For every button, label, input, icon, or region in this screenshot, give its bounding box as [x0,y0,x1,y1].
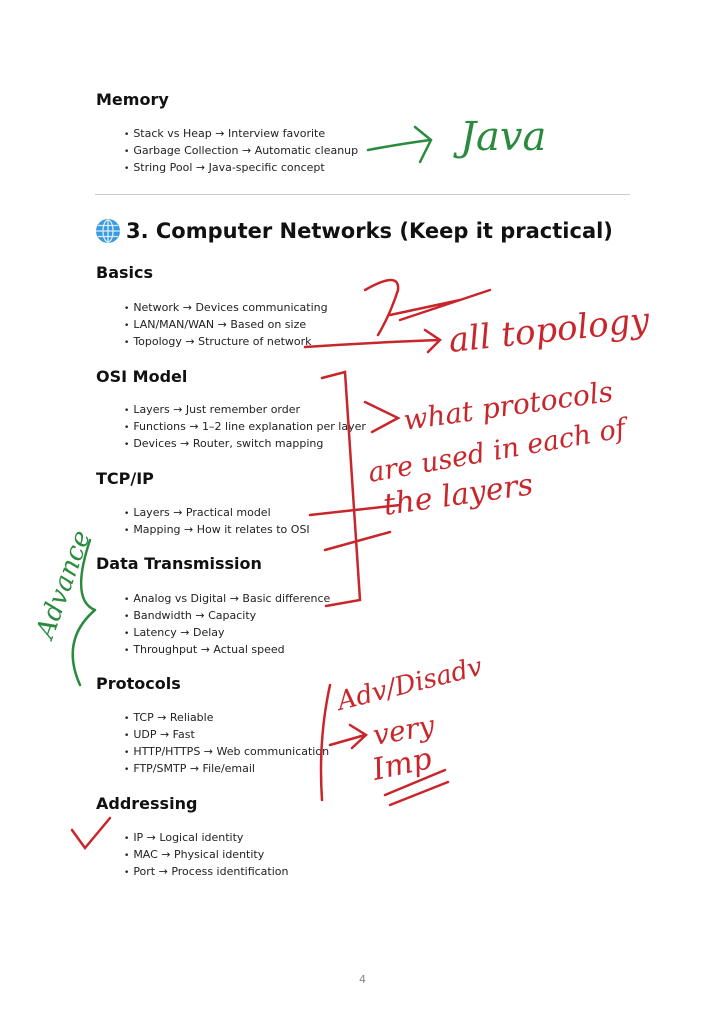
annotation-java: Java [453,114,546,160]
red-arrow-protocols [363,400,401,434]
chapter-title-text: 3. Computer Networks (Keep it practical) [126,219,613,243]
list-item: Network → Devices communicating [124,301,327,316]
list-item: Mapping → How it relates to OSI [124,523,309,538]
heading-osi-model: OSI Model [96,367,188,386]
heading-addressing: Addressing [96,794,198,813]
red-bracket-adv [319,683,369,802]
list-item: HTTP/HTTPS → Web communication [124,745,329,760]
globe-icon [96,219,120,243]
list-item: Devices → Router, switch mapping [124,437,323,452]
list-item: Latency → Delay [124,626,224,641]
list-item: IP → Logical identity [124,831,243,846]
list-item: UDP → Fast [124,728,194,743]
green-arrow [366,125,433,164]
green-bracket [71,538,97,687]
list-item: MAC → Physical identity [124,848,264,863]
list-item: Bandwidth → Capacity [124,609,256,624]
list-item: LAN/MAN/WAN → Based on size [124,318,306,333]
heading-data-transmission: Data Transmission [96,554,262,573]
list-item: Stack vs Heap → Interview favorite [124,127,325,142]
list-item: String Pool → Java-specific concept [124,161,324,176]
list-item: TCP → Reliable [124,711,213,726]
red-check-icon [70,816,112,851]
page-number: 4 [359,973,366,986]
list-item: Topology → Structure of network [124,335,311,350]
list-item: FTP/SMTP → File/email [124,762,255,777]
list-item: Functions → 1–2 line explanation per lay… [124,420,366,435]
heading-protocols: Protocols [96,674,181,693]
heading-tcp-ip: TCP/IP [96,469,154,488]
list-item: Port → Process identification [124,865,288,880]
red-arrow-topology [303,328,442,354]
list-item: Layers → Just remember order [124,403,300,418]
annotation-advance: Advance [30,527,97,645]
red-scribble [363,278,492,337]
list-item: Layers → Practical model [124,506,270,521]
annotation-adv-disadv: Adv/Disadv [332,652,485,718]
chapter-title: 3. Computer Networks (Keep it practical) [96,216,613,246]
heading-memory: Memory [96,90,169,109]
list-item: Garbage Collection → Automatic cleanup [124,144,358,159]
red-underline-imp [383,768,450,807]
red-bracket [308,370,402,608]
annotation-topology: all topology [447,300,652,361]
divider [95,194,630,195]
list-item: Analog vs Digital → Basic difference [124,592,330,607]
list-item: Throughput → Actual speed [124,643,284,658]
heading-basics: Basics [96,263,154,282]
